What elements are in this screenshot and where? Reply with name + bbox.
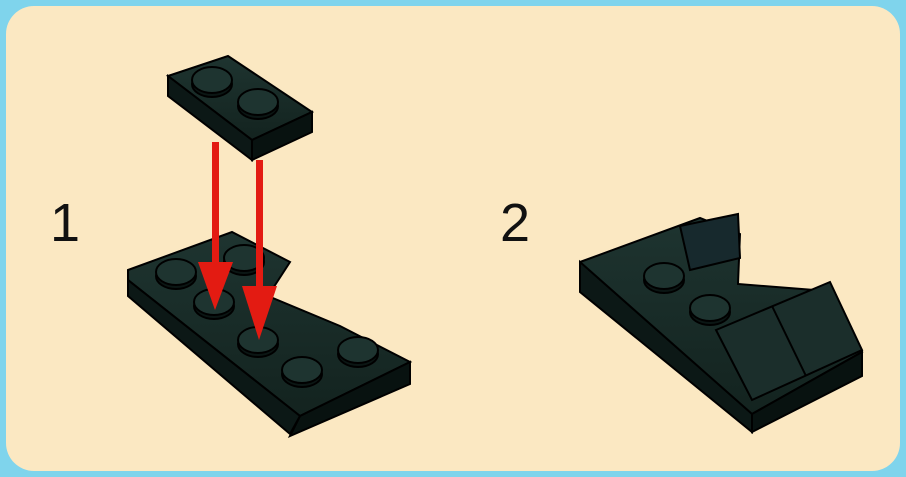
- step-number-2: 2: [500, 196, 530, 250]
- plate-1x2: [168, 56, 312, 160]
- stud: [238, 89, 278, 119]
- base-plate: [128, 232, 410, 436]
- stud: [690, 295, 730, 325]
- assembled-part: [580, 214, 862, 432]
- step-2-illustration: [580, 214, 862, 432]
- stud: [156, 259, 196, 289]
- stud: [282, 357, 322, 387]
- stud: [644, 263, 684, 293]
- step-number-1: 1: [50, 196, 80, 250]
- step-1-illustration: [128, 56, 410, 436]
- stud: [338, 337, 378, 367]
- stud: [192, 67, 232, 97]
